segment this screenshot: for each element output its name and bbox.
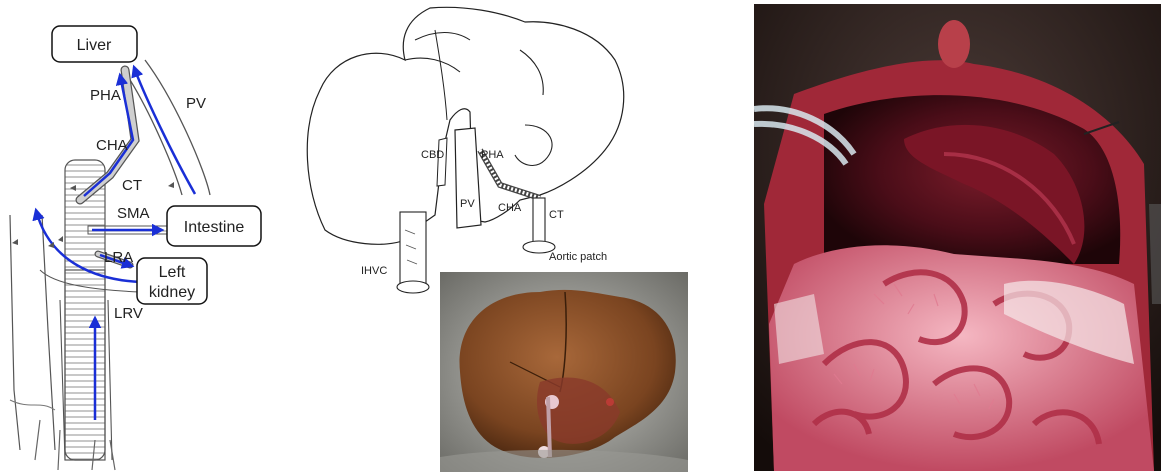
surgical-photo — [754, 4, 1161, 471]
liver-box: Liver — [52, 26, 137, 62]
label-pv: PV — [186, 95, 206, 112]
intestine-box: Intestine — [167, 206, 261, 246]
left-kidney-box: Left kidney — [137, 258, 207, 304]
liver-label: Liver — [77, 37, 112, 54]
left-kidney-label-line2: kidney — [149, 284, 195, 301]
label-ihvc: IHVC — [361, 265, 387, 277]
vascular-schematic: Liver Intestine Left kidney PHA PV CHA C… — [0, 0, 290, 475]
left-kidney-label-line1: Left — [159, 264, 186, 281]
label-lra: LRA — [104, 249, 133, 266]
label-cbd: CBD — [421, 149, 444, 161]
label-ct: CT — [122, 177, 142, 194]
label-pha-mid: PHA — [481, 149, 504, 161]
label-ct-mid: CT — [549, 209, 564, 221]
label-aortic-patch: Aortic patch — [549, 251, 607, 263]
intestine-label: Intestine — [184, 219, 245, 236]
label-sma: SMA — [117, 205, 150, 222]
label-pv-mid: PV — [460, 198, 475, 210]
label-cha-mid: CHA — [498, 202, 522, 214]
liver-photo — [440, 272, 688, 472]
liver-line-drawing: CBD PHA PV CHA CT Aortic patch IHVC — [295, 0, 645, 300]
label-cha: CHA — [96, 137, 128, 154]
label-lrv: LRV — [114, 305, 143, 322]
label-pha: PHA — [90, 87, 121, 104]
